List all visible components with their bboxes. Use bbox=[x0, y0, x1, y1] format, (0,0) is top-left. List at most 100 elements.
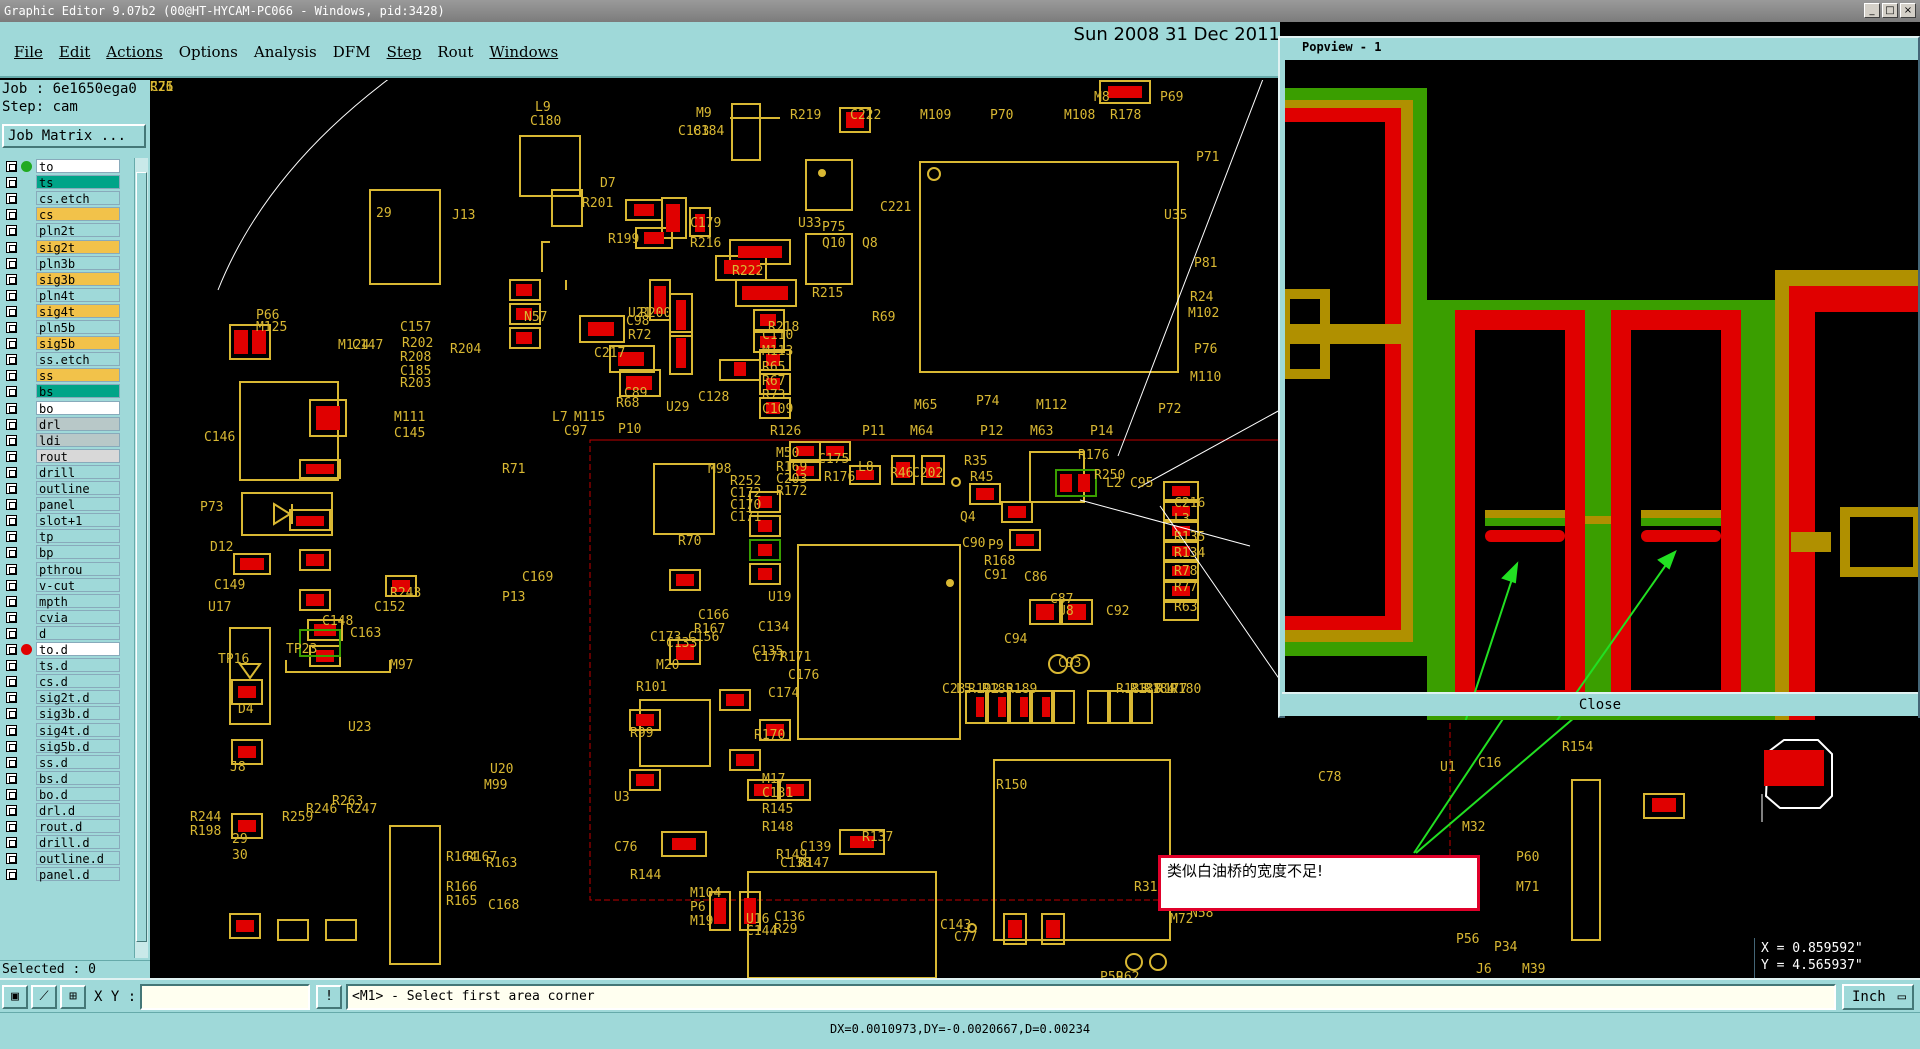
layer-name[interactable]: panel bbox=[36, 497, 120, 512]
layer-checkbox[interactable] bbox=[6, 209, 17, 221]
layer-row-panel-d[interactable]: panel.d bbox=[0, 866, 134, 882]
layer-row-bo[interactable]: bo bbox=[0, 400, 134, 416]
layer-name[interactable]: sig4t bbox=[36, 303, 120, 319]
layer-checkbox[interactable] bbox=[6, 724, 17, 736]
layer-checkbox[interactable] bbox=[6, 788, 17, 800]
layer-name[interactable]: sig3b.d bbox=[36, 706, 120, 721]
layer-checkbox[interactable] bbox=[6, 595, 17, 607]
layer-checkbox[interactable] bbox=[6, 627, 17, 639]
layer-row-sig3b-d[interactable]: sig3b.d bbox=[0, 705, 134, 721]
layer-checkbox[interactable] bbox=[6, 579, 17, 591]
layer-name[interactable]: rout.d bbox=[36, 819, 120, 834]
layer-checkbox[interactable] bbox=[6, 225, 17, 237]
scrollbar-thumb[interactable] bbox=[136, 172, 147, 942]
layer-checkbox[interactable] bbox=[6, 708, 17, 720]
layer-list-scrollbar[interactable] bbox=[134, 158, 148, 958]
layer-checkbox[interactable] bbox=[6, 821, 17, 833]
layer-name[interactable]: cs.d bbox=[36, 674, 120, 689]
layer-name[interactable]: pln4t bbox=[36, 287, 120, 303]
layer-row-bs-d[interactable]: bs.d bbox=[0, 770, 134, 786]
layer-name[interactable]: ts.d bbox=[36, 658, 120, 673]
layer-checkbox[interactable] bbox=[6, 660, 17, 672]
popview-window[interactable]: × Popview - 1 bbox=[1278, 36, 1920, 720]
layer-checkbox[interactable] bbox=[6, 805, 17, 816]
layer-row-outline-d[interactable]: outline.d bbox=[0, 850, 134, 866]
layer-checkbox[interactable] bbox=[6, 386, 17, 398]
layer-row-ss[interactable]: ss bbox=[0, 367, 134, 383]
layer-row-slot-1[interactable]: slot+1 bbox=[0, 512, 134, 528]
layer-row-sig2t[interactable]: sig2t bbox=[0, 239, 134, 255]
menu-step[interactable]: Step bbox=[386, 43, 422, 61]
layer-checkbox[interactable] bbox=[6, 531, 17, 543]
layer-name[interactable]: drill bbox=[36, 464, 120, 480]
layer-name[interactable]: bo bbox=[36, 400, 120, 416]
layer-row-sig5b[interactable]: sig5b bbox=[0, 335, 134, 351]
layer-row-drl[interactable]: drl bbox=[0, 416, 134, 432]
measure-tool-icon[interactable]: ⟋ bbox=[31, 985, 57, 1009]
layer-row-to[interactable]: to bbox=[0, 158, 134, 174]
menu-windows[interactable]: Windows bbox=[489, 43, 559, 61]
layer-checkbox[interactable] bbox=[6, 756, 17, 768]
layer-name[interactable]: slot+1 bbox=[36, 513, 120, 528]
layer-checkbox[interactable] bbox=[6, 450, 17, 462]
layer-name[interactable]: drl bbox=[36, 416, 120, 432]
layer-checkbox[interactable] bbox=[6, 434, 17, 446]
xy-input[interactable] bbox=[140, 984, 310, 1010]
layer-row-bs[interactable]: bs bbox=[0, 383, 134, 399]
layer-row-pln4t[interactable]: pln4t bbox=[0, 287, 134, 303]
grid-tool-icon[interactable]: ⊞ bbox=[60, 985, 86, 1009]
layer-name[interactable]: cs.etch bbox=[36, 191, 120, 206]
layer-checkbox[interactable] bbox=[6, 418, 17, 430]
layer-row-ts-d[interactable]: ts.d bbox=[0, 657, 134, 673]
layer-name[interactable]: cvia bbox=[36, 609, 120, 625]
close-window-button[interactable]: × bbox=[1900, 3, 1916, 18]
layer-name[interactable]: d bbox=[36, 625, 120, 641]
layer-checkbox[interactable] bbox=[6, 515, 17, 527]
layer-name[interactable]: pln5b bbox=[36, 320, 120, 335]
layer-name[interactable]: v-cut bbox=[36, 577, 120, 593]
layer-row-sig4t-d[interactable]: sig4t.d bbox=[0, 722, 134, 738]
layer-name[interactable]: drill.d bbox=[36, 835, 120, 850]
layer-row-to-d[interactable]: to.d bbox=[0, 641, 134, 657]
layer-checkbox[interactable] bbox=[6, 322, 17, 333]
layer-name[interactable]: pln3b bbox=[36, 255, 120, 271]
popview-close-button[interactable]: Close bbox=[1282, 692, 1918, 716]
layer-checkbox[interactable] bbox=[6, 611, 17, 623]
layer-row-ss-d[interactable]: ss.d bbox=[0, 754, 134, 770]
menu-file[interactable]: File bbox=[14, 43, 43, 61]
layer-checkbox[interactable] bbox=[6, 644, 17, 655]
layer-name[interactable]: tp bbox=[36, 529, 120, 544]
layer-row-rout[interactable]: rout bbox=[0, 448, 134, 464]
info-icon[interactable]: ! bbox=[316, 985, 342, 1009]
layer-checkbox[interactable] bbox=[6, 869, 17, 881]
layer-row-rout-d[interactable]: rout.d bbox=[0, 818, 134, 834]
menu-options[interactable]: Options bbox=[178, 43, 238, 61]
layer-checkbox[interactable] bbox=[6, 466, 17, 478]
layer-name[interactable]: sig2t bbox=[36, 239, 120, 255]
layer-name[interactable]: drl.d bbox=[36, 803, 120, 818]
layer-checkbox[interactable] bbox=[6, 853, 17, 865]
layer-name[interactable]: ldi bbox=[36, 432, 120, 448]
layer-name[interactable]: panel.d bbox=[36, 867, 120, 882]
layer-row-bp[interactable]: bp bbox=[0, 544, 134, 560]
layer-row-drill[interactable]: drill bbox=[0, 464, 134, 480]
menu-dfm[interactable]: DFM bbox=[332, 43, 371, 61]
layer-row-pthrou[interactable]: pthrou bbox=[0, 561, 134, 577]
layer-checkbox[interactable] bbox=[6, 338, 17, 350]
layer-name[interactable]: mpth bbox=[36, 593, 120, 609]
layer-checkbox[interactable] bbox=[6, 499, 17, 511]
layer-name[interactable]: ss.etch bbox=[36, 352, 120, 367]
layer-row-v-cut[interactable]: v-cut bbox=[0, 577, 134, 593]
layer-row-sig5b-d[interactable]: sig5b.d bbox=[0, 738, 134, 754]
layer-checkbox[interactable] bbox=[6, 692, 17, 704]
job-matrix-button[interactable]: Job Matrix ... bbox=[2, 124, 146, 148]
layer-checkbox[interactable] bbox=[6, 740, 17, 752]
layer-name[interactable]: ss bbox=[36, 368, 120, 383]
layer-name[interactable]: to bbox=[36, 159, 120, 174]
layer-name[interactable]: outline.d bbox=[36, 851, 120, 866]
layer-row-sig3b[interactable]: sig3b bbox=[0, 271, 134, 287]
layer-name[interactable]: bo.d bbox=[36, 786, 120, 802]
layer-name[interactable]: sig5b.d bbox=[36, 738, 120, 754]
layer-row-bo-d[interactable]: bo.d bbox=[0, 786, 134, 802]
layer-row-d[interactable]: d bbox=[0, 625, 134, 641]
